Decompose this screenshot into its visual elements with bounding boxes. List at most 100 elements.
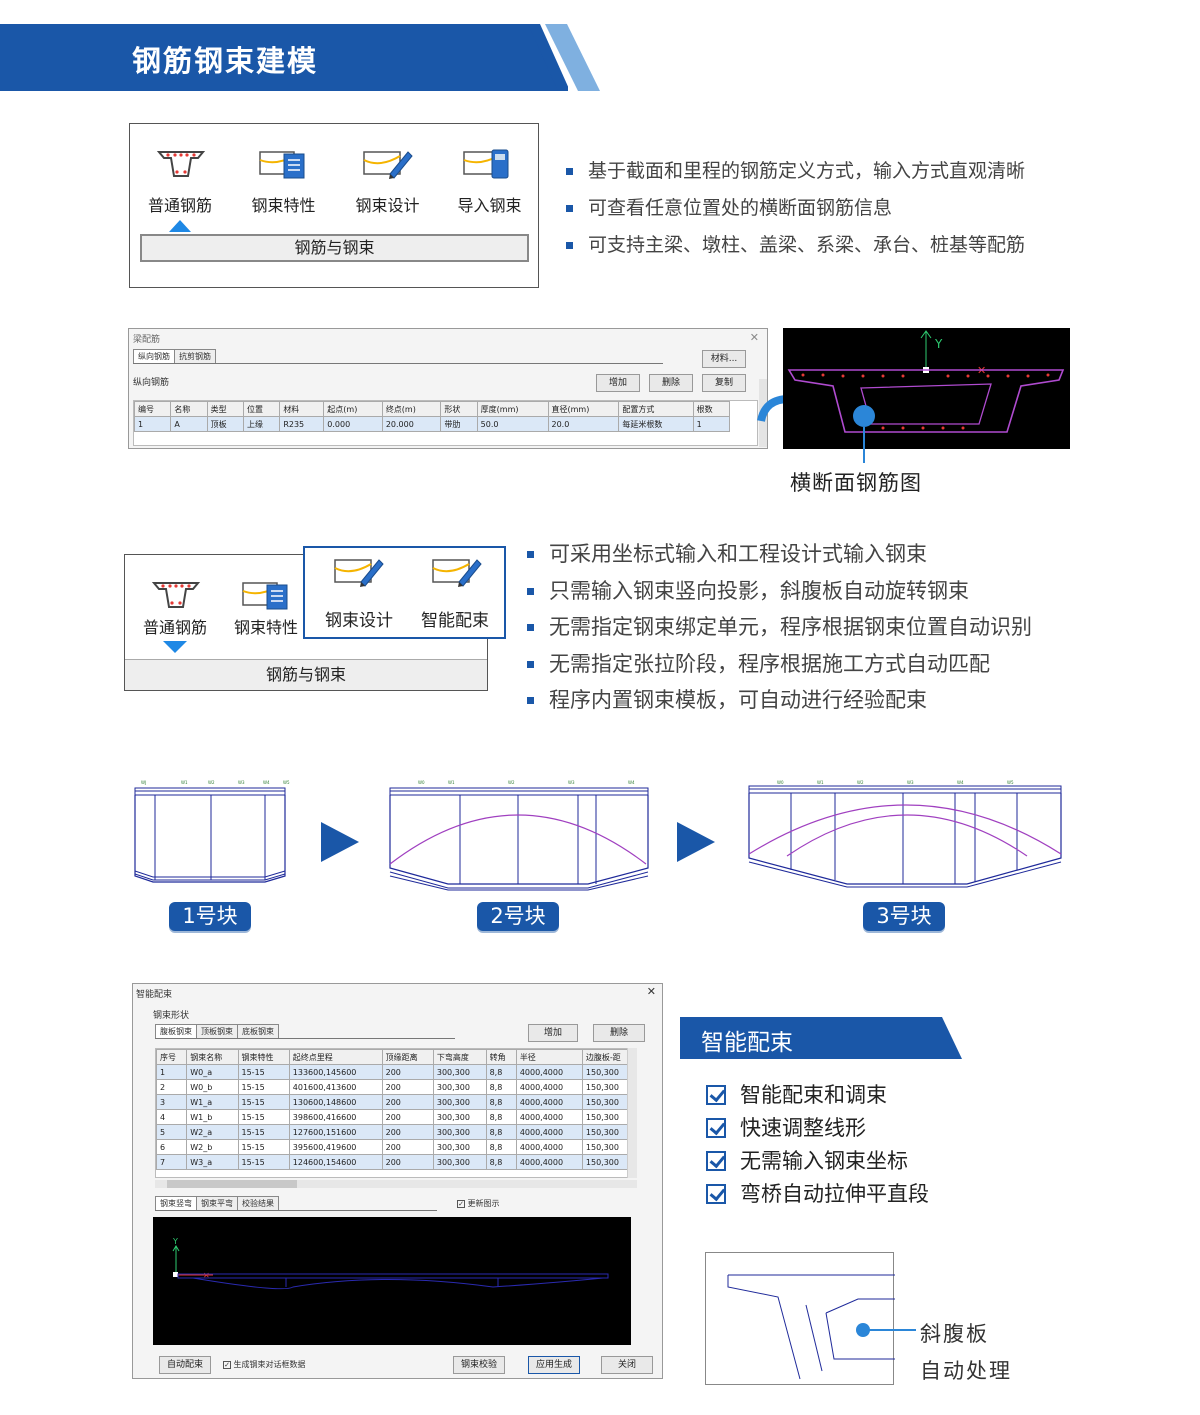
dialog-title: 梁配筋: [133, 335, 161, 345]
column-header[interactable]: 材料: [279, 401, 325, 417]
tab-plan-bend[interactable]: 钢束平弯: [196, 1196, 238, 1210]
vertical-scrollbar[interactable]: [627, 1048, 637, 1178]
column-header[interactable]: 根数: [692, 401, 731, 417]
delete-button[interactable]: 删除: [593, 1024, 645, 1042]
list-item: 可支持主梁、墩柱、盖梁、系梁、承台、桩基等配筋: [564, 227, 1084, 264]
ribbon-button-tendon-design[interactable]: 钢束设计: [313, 554, 405, 634]
tab-bottom-tendon[interactable]: 底板钢束: [237, 1024, 279, 1038]
close-icon[interactable]: ✕: [749, 331, 759, 344]
tab-longitudinal[interactable]: 纵向钢筋: [133, 349, 175, 363]
delete-button[interactable]: 删除: [649, 374, 693, 392]
import-tendon-icon: [463, 149, 509, 179]
cross-section-drawing: Y ✕: [787, 330, 1065, 433]
apply-button[interactable]: 应用生成: [528, 1356, 580, 1374]
next-arrow-icon: [321, 822, 359, 862]
list-item: 弯桥自动拉伸平直段: [706, 1178, 1006, 1211]
column-header[interactable]: 序号: [156, 1049, 188, 1065]
ribbon-button-tendon-props[interactable]: 钢束特性: [225, 577, 307, 637]
svg-text:✕: ✕: [203, 1271, 210, 1280]
smart-feature-list: 智能配束和调束 快速调整线形 无需输入钢束坐标 弯桥自动拉伸平直段: [706, 1079, 1006, 1211]
table-cell: 150,300: [581, 1064, 636, 1080]
column-header[interactable]: 终点(m): [381, 401, 442, 417]
table-cell: 4000,4000: [515, 1139, 583, 1155]
table-cell: 300,300: [432, 1079, 487, 1095]
copy-button[interactable]: 复制: [702, 374, 746, 392]
column-header[interactable]: 转角: [485, 1049, 517, 1065]
ribbon-button-smart-tendon[interactable]: 智能配束: [409, 554, 501, 634]
table-cell: 200: [381, 1154, 434, 1170]
generate-data-checkbox[interactable]: ✓ 生成钢束对话框数据: [223, 1359, 306, 1370]
table-cell: 4000,4000: [515, 1079, 583, 1095]
column-header[interactable]: 钢束特性: [237, 1049, 290, 1065]
column-header[interactable]: 形状: [440, 401, 478, 417]
table-cell: 133600,145600: [288, 1064, 383, 1080]
table-cell: R235: [279, 416, 325, 432]
table-cell: 395600,419600: [288, 1139, 383, 1155]
profile-viewport: Y ✕: [153, 1217, 631, 1345]
column-header[interactable]: 下弯高度: [432, 1049, 487, 1065]
tab-web-tendon[interactable]: 腹板钢束: [155, 1024, 197, 1038]
ribbon-button-import-tendon[interactable]: 导入钢束: [442, 146, 537, 216]
dropdown-caret[interactable]: [163, 641, 187, 653]
dropdown-caret[interactable]: [169, 220, 191, 232]
auto-tendon-button[interactable]: 自动配束: [159, 1356, 211, 1374]
callout-text-2: 自动处理: [920, 1359, 1012, 1383]
tab-vertical-bend[interactable]: 钢束竖弯: [155, 1196, 197, 1210]
list-item: 可查看任意位置处的横断面钢筋信息: [564, 190, 1084, 227]
callout-line: [863, 427, 865, 463]
column-header[interactable]: 类型: [206, 401, 244, 417]
tab-shear[interactable]: 抗剪钢筋: [174, 349, 216, 363]
svg-text:W3: W3: [907, 780, 914, 785]
material-button[interactable]: 材料...: [702, 350, 746, 368]
table-cell: 200: [381, 1109, 434, 1125]
ribbon-button-tendon-props[interactable]: 钢束特性: [236, 146, 331, 216]
svg-text:W3: W3: [568, 780, 575, 785]
table-cell: 127600,151600: [288, 1124, 383, 1140]
ribbon-button-rebar[interactable]: 普通钢筋: [133, 577, 217, 657]
column-header[interactable]: 起点(m): [323, 401, 383, 417]
cross-section-viewport: Y ✕: [783, 328, 1070, 449]
smart-tendon-dialog: 智能配束 ✕ 钢束形状 腹板钢束顶板钢束底板钢束 增加 删除 序号钢束名称钢束特…: [132, 983, 663, 1379]
column-header[interactable]: 钢束名称: [186, 1049, 239, 1065]
column-header[interactable]: 起终点里程: [288, 1049, 383, 1065]
column-header[interactable]: 位置: [242, 401, 281, 417]
close-button[interactable]: 关闭: [601, 1356, 653, 1374]
close-icon[interactable]: ✕: [646, 985, 656, 998]
table-cell: 上缘: [242, 416, 281, 432]
table-cell: 15-15: [237, 1154, 290, 1170]
add-button[interactable]: 增加: [528, 1024, 578, 1042]
tab-check-result[interactable]: 校验结果: [237, 1196, 279, 1210]
list-item: 只需输入钢束竖向投影，斜腹板自动旋转钢束: [525, 573, 1125, 610]
ribbon-button-tendon-design[interactable]: 钢束设计: [340, 146, 435, 216]
column-header[interactable]: 配置方式: [618, 401, 694, 417]
horizontal-scrollbar[interactable]: [155, 1180, 637, 1188]
add-button[interactable]: 增加: [596, 374, 640, 392]
column-header[interactable]: 顶缘距离: [381, 1049, 434, 1065]
rebar-icon: [156, 151, 206, 177]
svg-text:W0: W0: [777, 780, 784, 785]
tab-top-tendon[interactable]: 顶板钢束: [196, 1024, 238, 1038]
column-header[interactable]: 厚度(mm): [476, 401, 549, 417]
tab-strip: 纵向钢筋抗剪钢筋: [133, 349, 663, 364]
column-header[interactable]: 半径: [515, 1049, 583, 1065]
ribbon-button-rebar[interactable]: 普通钢筋: [136, 146, 224, 232]
list-item-label: 智能配束和调束: [740, 1083, 887, 1107]
refresh-checkbox[interactable]: ✓ 更新图示: [457, 1198, 500, 1209]
column-header[interactable]: 编号: [134, 401, 172, 417]
tendon-check-button[interactable]: 钢束校验: [453, 1356, 505, 1374]
column-header[interactable]: 名称: [170, 401, 208, 417]
table-cell: 4000,4000: [515, 1094, 583, 1110]
smart-section-banner: [680, 1017, 962, 1059]
inclined-web-drawing: [727, 1274, 895, 1380]
column-header[interactable]: 直径(mm): [547, 401, 620, 417]
